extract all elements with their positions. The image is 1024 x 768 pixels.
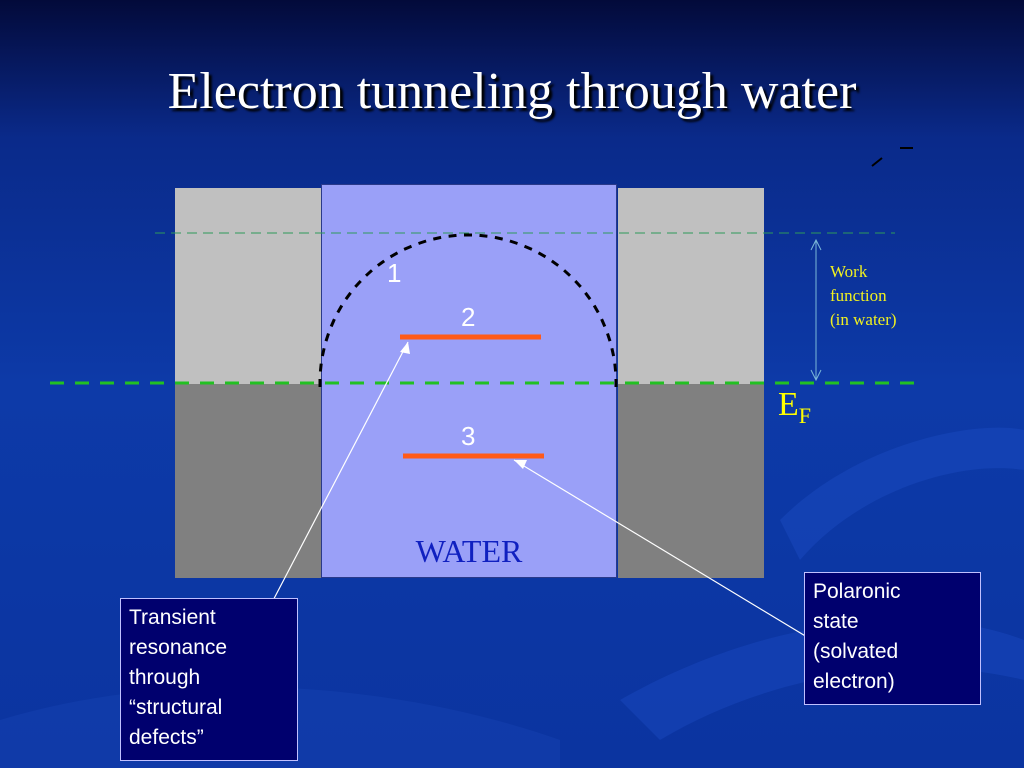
barrier-tick xyxy=(432,235,442,241)
barrier-tick xyxy=(344,291,352,301)
barrier-tick xyxy=(563,269,572,277)
barrier-tick xyxy=(448,233,457,238)
barrier-tick xyxy=(584,291,592,301)
tunneling-barrier-arc xyxy=(318,233,618,387)
barrier-tick xyxy=(610,347,616,357)
barrier-tick xyxy=(523,244,533,251)
barrier-tick xyxy=(324,333,330,342)
fermi-level-label: EF xyxy=(778,386,812,428)
polaronic-pointer xyxy=(513,459,813,641)
barrier-tick xyxy=(336,304,344,314)
water-region xyxy=(321,184,617,578)
level-1-label: 1 xyxy=(387,258,402,288)
work-function-arrow xyxy=(810,238,822,382)
barrier-tick xyxy=(318,363,323,372)
barrier-tick xyxy=(600,318,607,328)
left-electrode-lower xyxy=(175,384,321,578)
barrier-tick xyxy=(509,239,518,245)
level-2-label: 2 xyxy=(461,302,476,332)
barrier-tick xyxy=(329,318,336,328)
barrier-tick xyxy=(364,269,373,277)
work-function-label: Work function (in water) xyxy=(830,262,897,329)
barrier-tick xyxy=(376,259,386,267)
barrier-tick xyxy=(537,251,547,259)
barrier-tick xyxy=(479,233,488,238)
stray-mark xyxy=(871,157,883,167)
barrier-tick xyxy=(592,304,600,314)
barrier-tick xyxy=(403,244,413,251)
barrier-tick xyxy=(550,259,560,267)
barrier-tick xyxy=(613,363,618,372)
barrier-tick xyxy=(320,347,326,357)
transient-resonance-callout: Transient resonance through “structural … xyxy=(120,598,298,761)
slide-title: Electron tunneling through water xyxy=(167,63,857,120)
water-label: WATER xyxy=(415,533,523,569)
barrier-tick xyxy=(606,333,612,342)
left-electrode-upper xyxy=(175,188,321,384)
barrier-tick xyxy=(354,279,362,288)
barrier-tick xyxy=(574,279,582,288)
right-electrode-lower xyxy=(618,384,764,578)
transient-pointer xyxy=(266,341,410,613)
barrier-tick xyxy=(389,251,399,259)
barrier-tick xyxy=(418,239,427,245)
level-3-label: 3 xyxy=(461,421,476,451)
polaronic-state-callout: Polaronic state (solvated electron) xyxy=(804,572,981,705)
barrier-tick xyxy=(494,235,504,241)
right-electrode-upper xyxy=(618,188,764,384)
